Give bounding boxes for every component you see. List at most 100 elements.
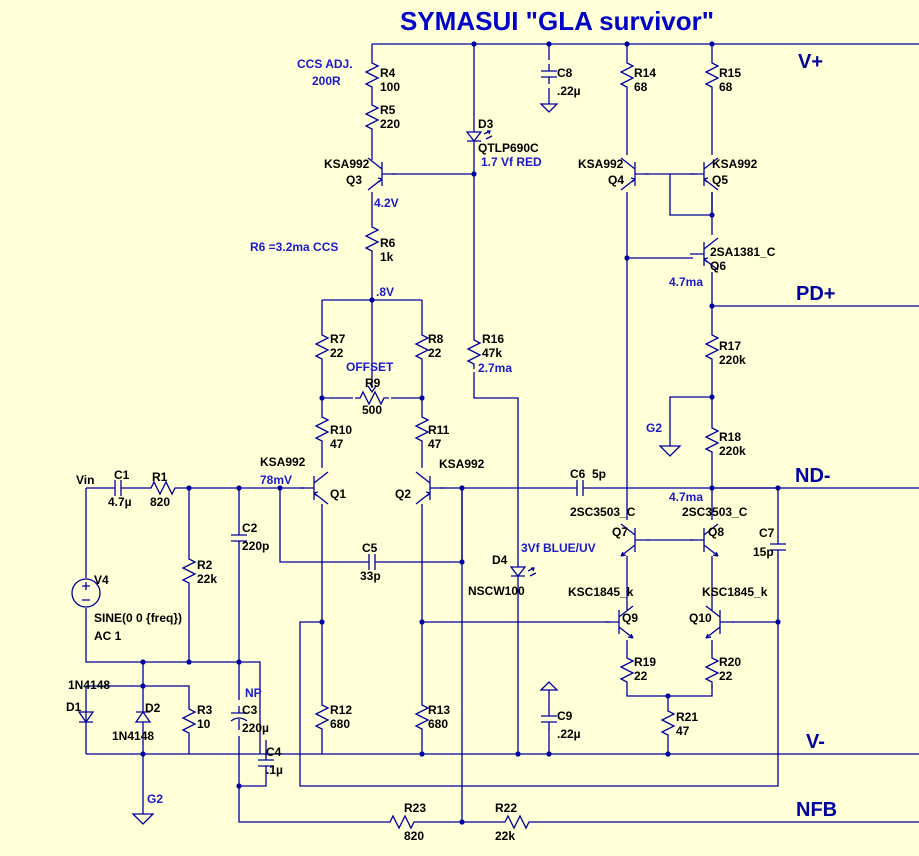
resistor-r23: R23 820 [384, 801, 426, 843]
capacitor-c1: C1 4.7µ [107, 468, 132, 509]
note-ccs-adj-val: 200R [312, 74, 341, 88]
q6-model: 2SA1381_C [710, 245, 776, 259]
note-q8-current: 4.7ma [669, 490, 703, 504]
resistor-r3: R3 10 [182, 703, 213, 739]
c6-ref: C6 [570, 467, 586, 481]
c9-value: .22µ [557, 727, 581, 741]
note-offset: OFFSET [346, 360, 394, 374]
transistor-q10: KSC1845_k Q10 [689, 585, 768, 639]
q1-ref: Q1 [330, 487, 346, 501]
capacitor-c5: C5 33p [360, 541, 383, 583]
r17-ref: R17 [719, 339, 741, 353]
r1-ref: R1 [152, 470, 168, 484]
c4-value: .1µ [266, 763, 283, 777]
r21-ref: R21 [676, 710, 698, 724]
c8-ref: C8 [557, 66, 573, 80]
d4-model: NSCW100 [468, 584, 525, 598]
port-nfb: NFB [796, 799, 837, 821]
r20-ref: R20 [719, 655, 741, 669]
r2-ref: R2 [197, 558, 213, 572]
d4-note: 3Vf BLUE/UV [521, 541, 596, 555]
c1-value: 4.7µ [108, 495, 132, 509]
resistor-r5: R5 220 [365, 99, 400, 135]
c5-value: 33p [360, 569, 381, 583]
r5-ref: R5 [380, 103, 396, 117]
resistor-r11: R11 47 [415, 411, 450, 451]
transistor-q6: 2SA1381_C Q6 [689, 237, 776, 273]
q10-ref: Q10 [689, 611, 712, 625]
q5-model: KSA992 [712, 157, 758, 171]
ground-g2-left: G2 [132, 792, 163, 825]
led-d3: D3 QTLP690C 1.7 Vf RED [465, 117, 542, 169]
d3-ref: D3 [478, 117, 494, 131]
port-vplus: V+ [798, 51, 823, 73]
c3-ref: C3 [242, 703, 258, 717]
r20-value: 22 [719, 669, 733, 683]
q7-ref: Q7 [612, 525, 628, 539]
r10-ref: R10 [330, 423, 352, 437]
g2-left-label: G2 [147, 792, 163, 806]
page-title: SYMASUI "GLA survivor" [400, 6, 714, 36]
transistor-q1: KSA992 Q1 [260, 455, 346, 505]
c7-ref: C7 [759, 526, 775, 540]
vin-label: Vin [76, 473, 94, 487]
transistor-q8: 2SC3503_C Q8 [682, 505, 748, 557]
r9-value: 500 [362, 403, 382, 417]
r7-value: 22 [330, 346, 344, 360]
diode-d2: D2 1N4148 [112, 686, 161, 754]
d1-ref: D1 [66, 700, 82, 714]
r15-ref: R15 [719, 66, 741, 80]
c3-value: 220µ [242, 721, 269, 735]
r22-value: 22k [495, 829, 515, 843]
d2-model: 1N4148 [112, 729, 154, 743]
r23-value: 820 [404, 829, 424, 843]
port-ndminus: ND- [795, 465, 831, 487]
v4-ac: AC 1 [94, 629, 122, 643]
r9-ref: R9 [365, 376, 381, 390]
capacitor-c9: C9 .22µ [539, 681, 581, 741]
resistor-r21: R21 47 [661, 705, 698, 741]
r3-ref: R3 [197, 703, 213, 717]
resistor-r20: R20 22 [705, 652, 741, 688]
ground-g2-right: G2 [646, 421, 681, 457]
c7-value: 15p [753, 545, 774, 559]
c9-ref: C9 [557, 709, 573, 723]
r13-value: 680 [428, 717, 448, 731]
transistor-q9: KSC1845_k Q9 [568, 585, 638, 639]
port-vminus: V- [806, 731, 825, 753]
q2-model: KSA992 [439, 457, 485, 471]
q8-ref: Q8 [708, 525, 724, 539]
r12-value: 680 [330, 717, 350, 731]
d3-note: 1.7 Vf RED [481, 155, 542, 169]
capacitor-c2: C2 220p [230, 521, 269, 553]
q9-model: KSC1845_k [568, 585, 634, 599]
v4-ref: V4 [94, 573, 109, 587]
c2-value: 220p [242, 539, 269, 553]
capacitor-c4: C4 .1µ [257, 745, 283, 777]
r14-ref: R14 [634, 66, 656, 80]
r13-ref: R13 [428, 703, 450, 717]
transistor-q5: KSA992 Q5 [689, 157, 758, 191]
resistor-r10: R10 47 [315, 411, 352, 451]
resistor-r22: R22 22k [495, 801, 535, 843]
q5-ref: Q5 [712, 173, 728, 187]
resistor-r4: R4 100 [365, 57, 400, 94]
c6-value: 5p [592, 467, 606, 481]
resistor-r9: R9 500 [354, 376, 390, 417]
r8-value: 22 [428, 346, 442, 360]
r11-ref: R11 [428, 423, 450, 437]
d3-model: QTLP690C [478, 141, 539, 155]
r10-value: 47 [330, 437, 344, 451]
capacitor-c3: C3 220µ NP [230, 686, 269, 735]
q4-model: KSA992 [578, 157, 624, 171]
q3-ref: Q3 [346, 173, 362, 187]
r16-ref: R16 [482, 332, 504, 346]
transistor-q3: KSA992 Q3 [324, 157, 397, 191]
resistor-r14: R14 68 [620, 57, 656, 94]
led-d4: D4 NSCW100 3Vf BLUE/UV [468, 541, 596, 598]
note-q3-voltage: 4.2V [374, 196, 399, 210]
transistor-q4: KSA992 Q4 [578, 157, 650, 191]
r14-value: 68 [634, 80, 648, 94]
